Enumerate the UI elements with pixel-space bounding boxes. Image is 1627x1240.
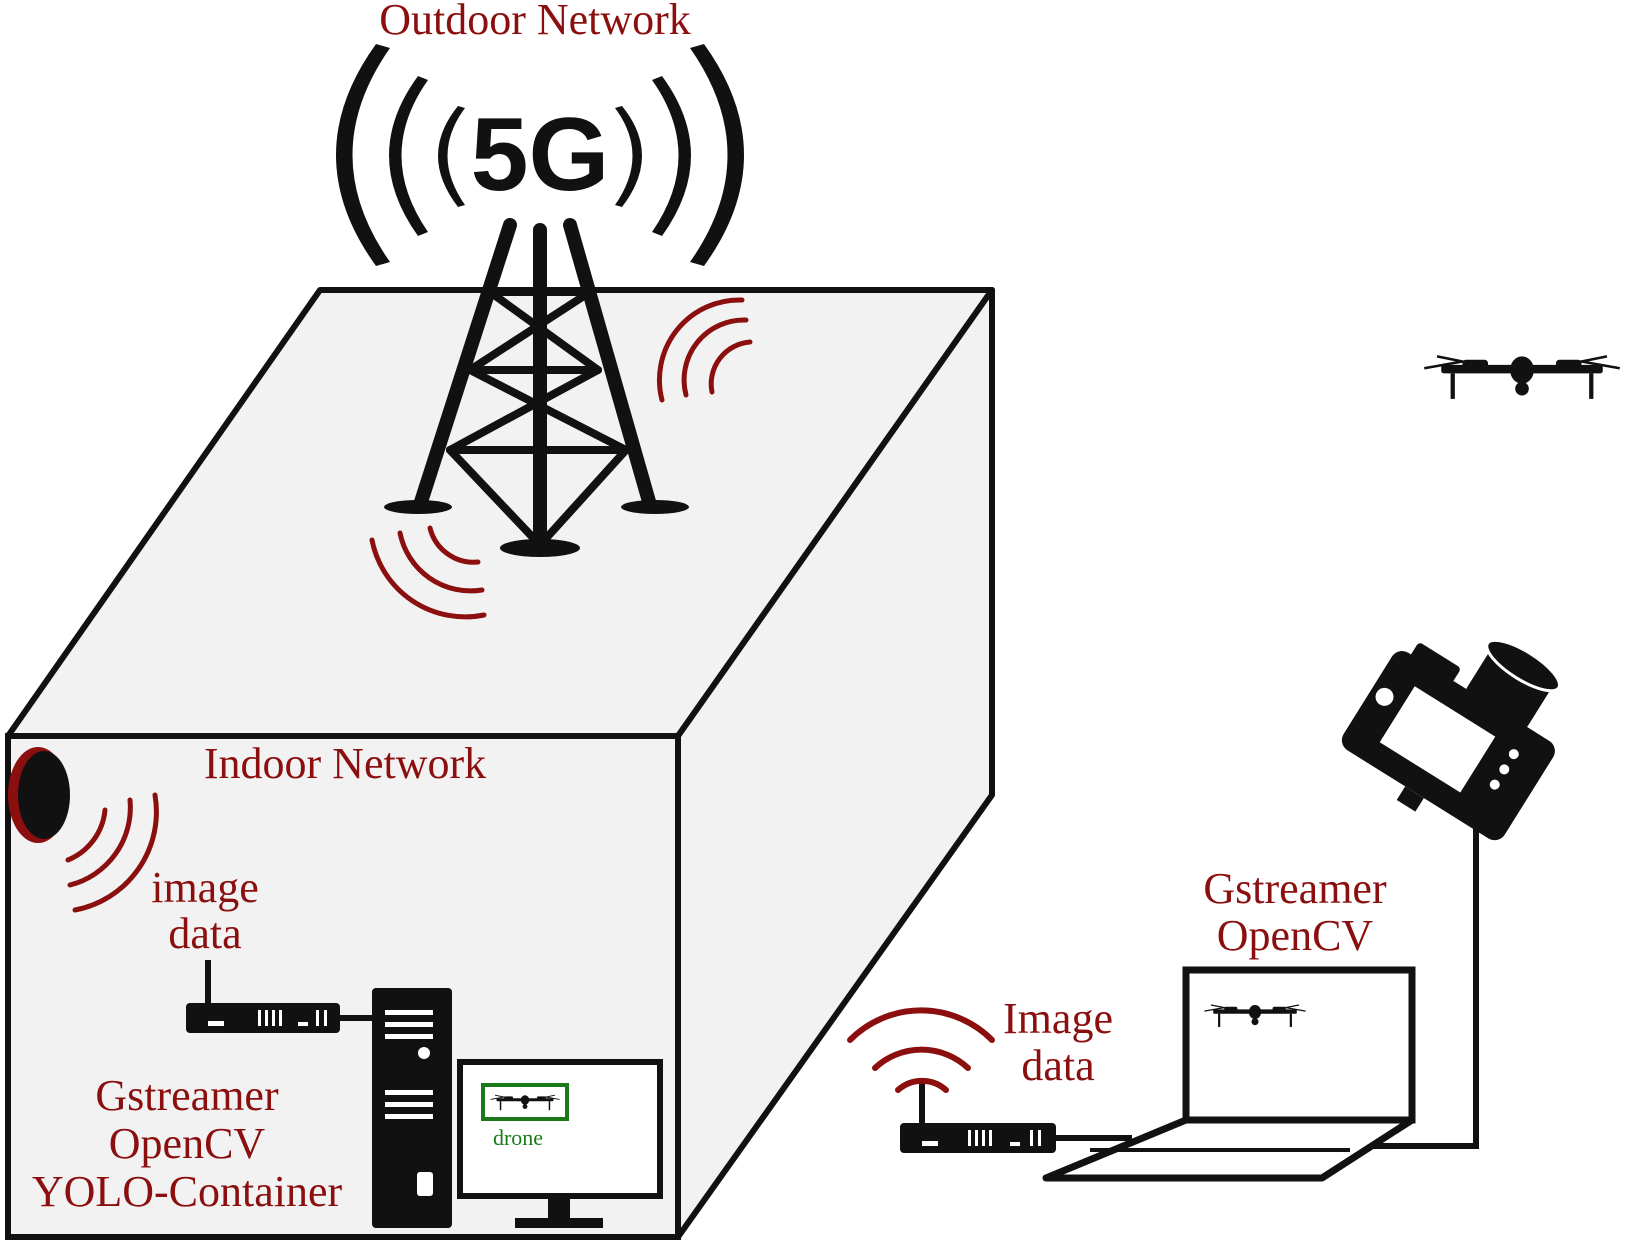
wifi-signal-icon — [369, 525, 487, 620]
wifi-signal-icon — [656, 297, 753, 403]
drone-icon — [1203, 1004, 1307, 1028]
wifi-signal-icon — [65, 792, 159, 913]
camera-icon — [1341, 638, 1562, 841]
cell-tower-icon — [384, 218, 689, 557]
indoor-network-label: Indoor Network — [204, 739, 486, 788]
detection-label: drone — [493, 1125, 543, 1150]
server-software-label: YOLO-Container — [32, 1167, 343, 1216]
detection-box — [481, 1083, 569, 1121]
indoor-image-data-label: data — [168, 909, 241, 958]
drone-icon — [1422, 355, 1622, 401]
pc-tower-icon — [372, 988, 452, 1228]
wifi-signal-icon — [847, 1007, 995, 1093]
drone-icon — [490, 1094, 560, 1111]
server-software-label: Gstreamer — [95, 1071, 279, 1120]
laptop-icon — [1042, 966, 1416, 1182]
server-software-label: OpenCV — [109, 1119, 266, 1168]
outdoor-image-data-label: Image — [1003, 994, 1113, 1043]
router-icon — [900, 1080, 1056, 1153]
broadcast-arcs — [336, 44, 744, 266]
outdoor-network-label: Outdoor Network — [379, 0, 691, 44]
tower-badge: 5G — [471, 97, 610, 213]
indoor-antenna-icon — [8, 747, 70, 843]
outdoor-image-data-label: data — [1021, 1041, 1094, 1090]
indoor-image-data-label: image — [151, 863, 259, 912]
router-icon — [186, 960, 340, 1033]
laptop-software-label: OpenCV — [1217, 911, 1374, 960]
building-box — [5, 287, 995, 1240]
laptop-software-label: Gstreamer — [1203, 864, 1387, 913]
